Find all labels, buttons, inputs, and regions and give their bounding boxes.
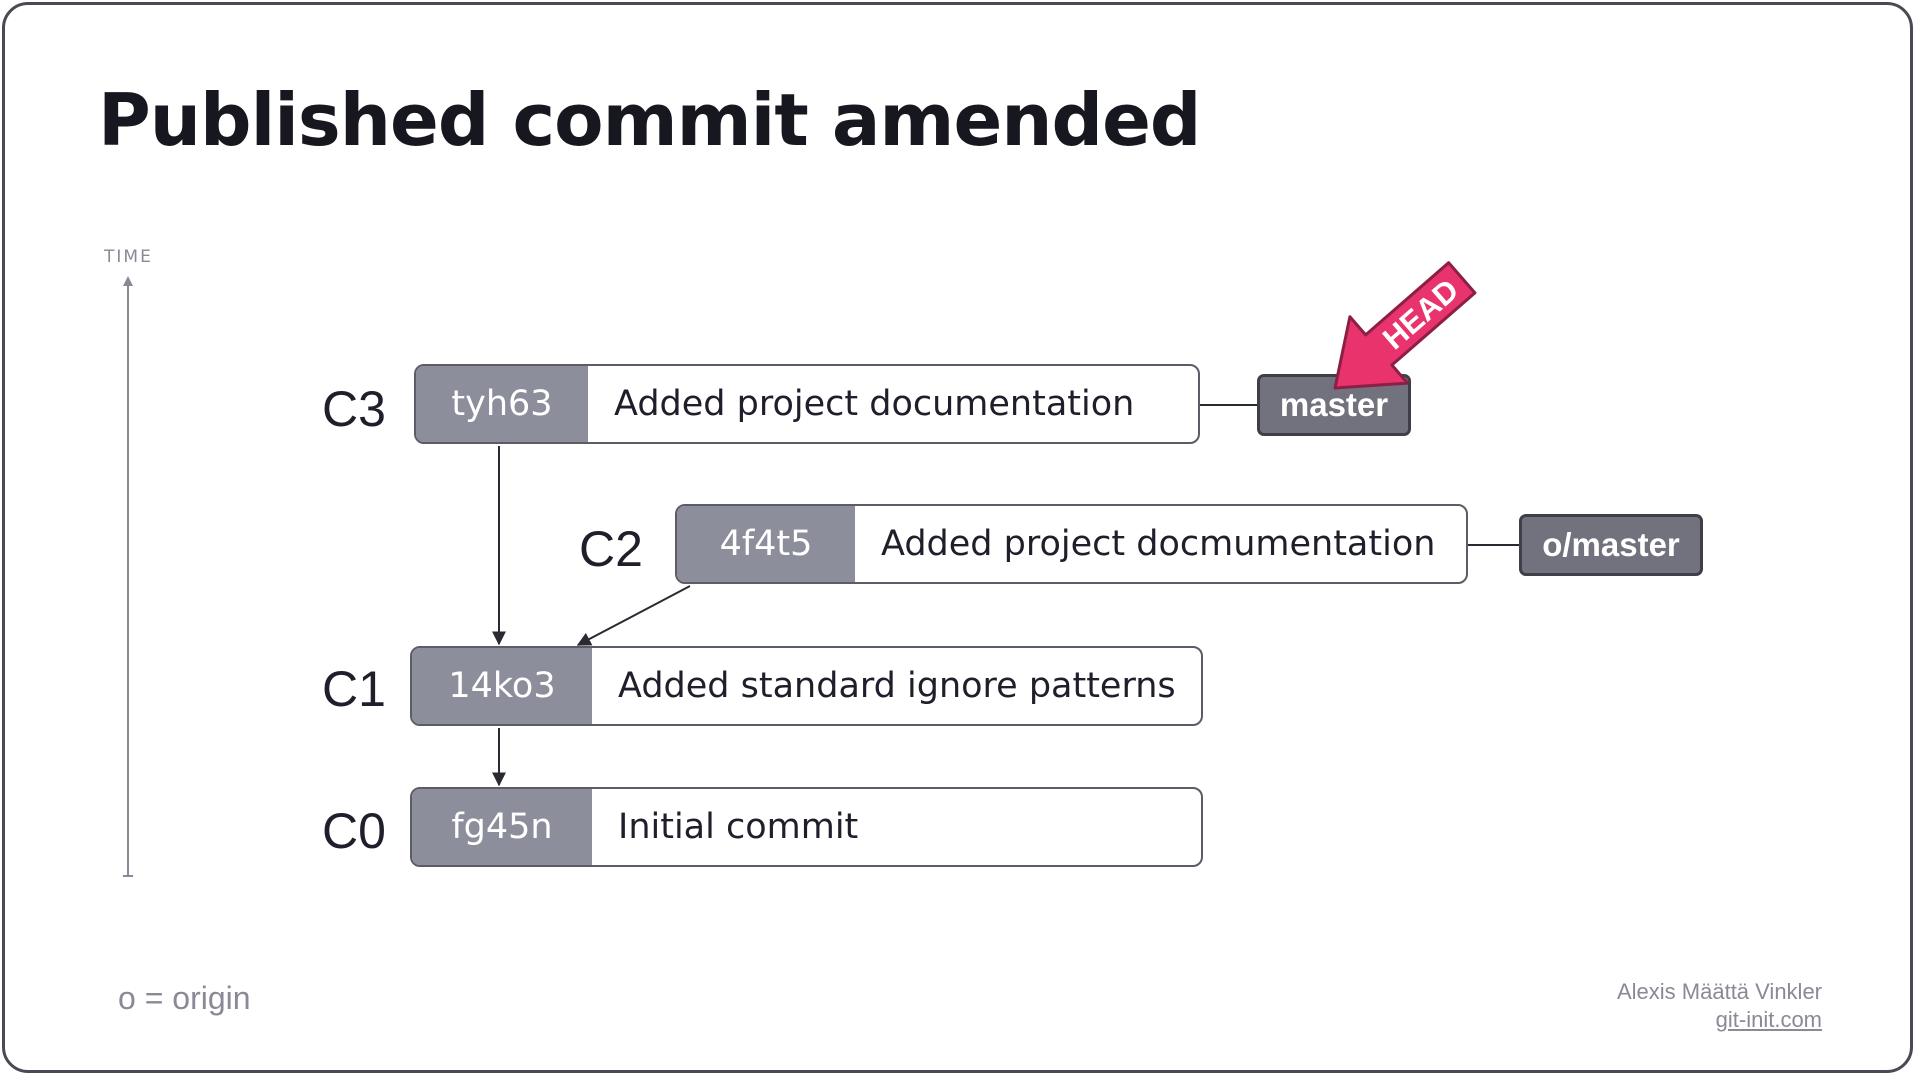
commit-c2: 4f4t5 Added project docmumentation — [675, 504, 1468, 584]
commit-hash: 14ko3 — [412, 648, 592, 724]
time-arrow-icon — [123, 276, 133, 877]
author-site-link[interactable]: git-init.com — [1715, 1007, 1822, 1032]
commit-hash: 4f4t5 — [677, 506, 855, 582]
commit-message: Initial commit — [618, 807, 859, 847]
commit-label-c3: C3 — [322, 381, 386, 437]
branch-master: master — [1257, 374, 1411, 436]
author-credit: Alexis Määttä Vinkler git-init.com — [1617, 978, 1822, 1034]
branch-connector-master — [1200, 404, 1258, 406]
commit-hash: fg45n — [412, 789, 592, 865]
commit-label-c0: C0 — [322, 803, 386, 859]
legend-origin: o = origin — [118, 980, 251, 1016]
commit-message: Added standard ignore patterns — [618, 666, 1176, 706]
commit-label-c1: C1 — [322, 661, 386, 717]
page-title: Published commit amended — [98, 78, 1201, 162]
time-axis-label: TIME — [104, 247, 153, 267]
commit-label-c2: C2 — [579, 521, 643, 577]
commit-c0: fg45n Initial commit — [410, 787, 1203, 867]
branch-origin-master: o/master — [1519, 514, 1703, 576]
commit-hash: tyh63 — [416, 366, 588, 442]
commit-message: Added project documentation — [614, 384, 1135, 424]
commit-message: Added project docmumentation — [881, 524, 1436, 564]
commit-c3: tyh63 Added project documentation — [414, 364, 1200, 444]
author-name: Alexis Määttä Vinkler — [1616, 979, 1822, 1004]
branch-connector-origin-master — [1468, 544, 1520, 546]
commit-c1: 14ko3 Added standard ignore patterns — [410, 646, 1203, 726]
